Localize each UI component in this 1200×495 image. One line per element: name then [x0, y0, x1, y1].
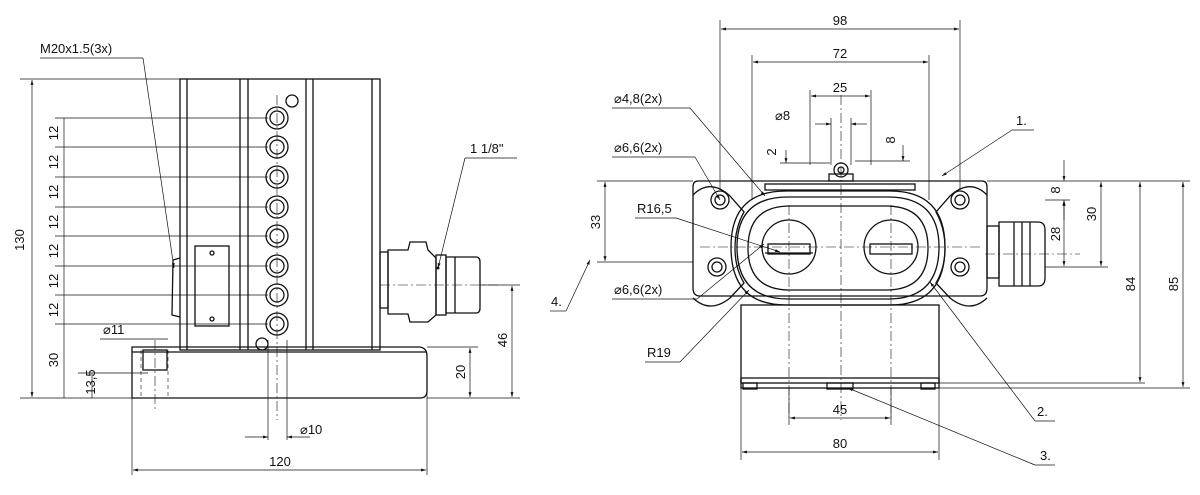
- dim-30-front: 30: [1084, 207, 1099, 221]
- dim-30-side: 30: [46, 353, 61, 367]
- label-dia-6-6-top: ⌀6,6(2x): [614, 140, 662, 155]
- label-r19: R19: [647, 345, 671, 360]
- dim-pitch-4: 12: [46, 215, 61, 229]
- dim-72: 72: [833, 46, 847, 61]
- terminal-screws: [265, 95, 289, 440]
- label-thread: M20x1.5(3x): [40, 41, 112, 56]
- dim-pitch-3: 12: [46, 185, 61, 199]
- dim-33: 33: [588, 215, 603, 229]
- label-dia-4-8: ⌀4,8(2x): [614, 91, 662, 106]
- callout-4: 4.: [551, 294, 562, 309]
- dim-pitch-1: 12: [46, 126, 61, 140]
- dim-120: 120: [269, 454, 291, 469]
- side-view: 130 12 12 12 12 12 12 12 30 13,5 ⌀11: [12, 41, 520, 475]
- dim-28: 28: [1048, 227, 1063, 241]
- dim-pitch-7: 12: [46, 303, 61, 317]
- front-flange: [692, 162, 988, 307]
- dim-20: 20: [453, 365, 468, 379]
- dim-46: 46: [495, 333, 510, 347]
- dim-80: 80: [833, 436, 847, 451]
- dim-130: 130: [12, 229, 27, 251]
- label-pipe: 1 1/8": [470, 141, 504, 156]
- dim-dia-10: ⌀10: [300, 422, 322, 437]
- dim-8-right: 8: [1048, 186, 1063, 193]
- dim-25: 25: [833, 80, 847, 95]
- front-cable-gland: [985, 221, 1080, 287]
- front-view: 98 72 25 ⌀8 2 8 ⌀4,8(2x) ⌀6,6(2x) R16,5: [550, 13, 1190, 466]
- dim-8-top: 8: [883, 136, 898, 143]
- side-cable-gland: [379, 241, 500, 323]
- dim-84: 84: [1123, 277, 1138, 291]
- dim-pitch-6: 12: [46, 274, 61, 288]
- side-housing: [171, 78, 381, 351]
- label-r16-5: R16,5: [637, 201, 672, 216]
- front-base: [740, 304, 940, 390]
- dim-45: 45: [833, 402, 847, 417]
- callout-3: 3.: [1040, 448, 1051, 463]
- dim-13-5: 13,5: [83, 369, 98, 394]
- callout-1: 1.: [1016, 113, 1027, 128]
- label-dia-6-6-bottom: ⌀6,6(2x): [614, 282, 662, 297]
- dim-pitch-2: 12: [46, 155, 61, 169]
- dim-dia-8: ⌀8: [775, 108, 790, 123]
- dim-pitch-5: 12: [46, 244, 61, 258]
- callout-2: 2.: [1037, 404, 1048, 419]
- dim-85: 85: [1166, 277, 1181, 291]
- dim-98: 98: [833, 13, 847, 28]
- pitch-dimensions: 12 12 12 12 12 12 12: [46, 117, 268, 398]
- dim-dia-11: ⌀11: [103, 322, 124, 337]
- dim-2: 2: [764, 148, 779, 155]
